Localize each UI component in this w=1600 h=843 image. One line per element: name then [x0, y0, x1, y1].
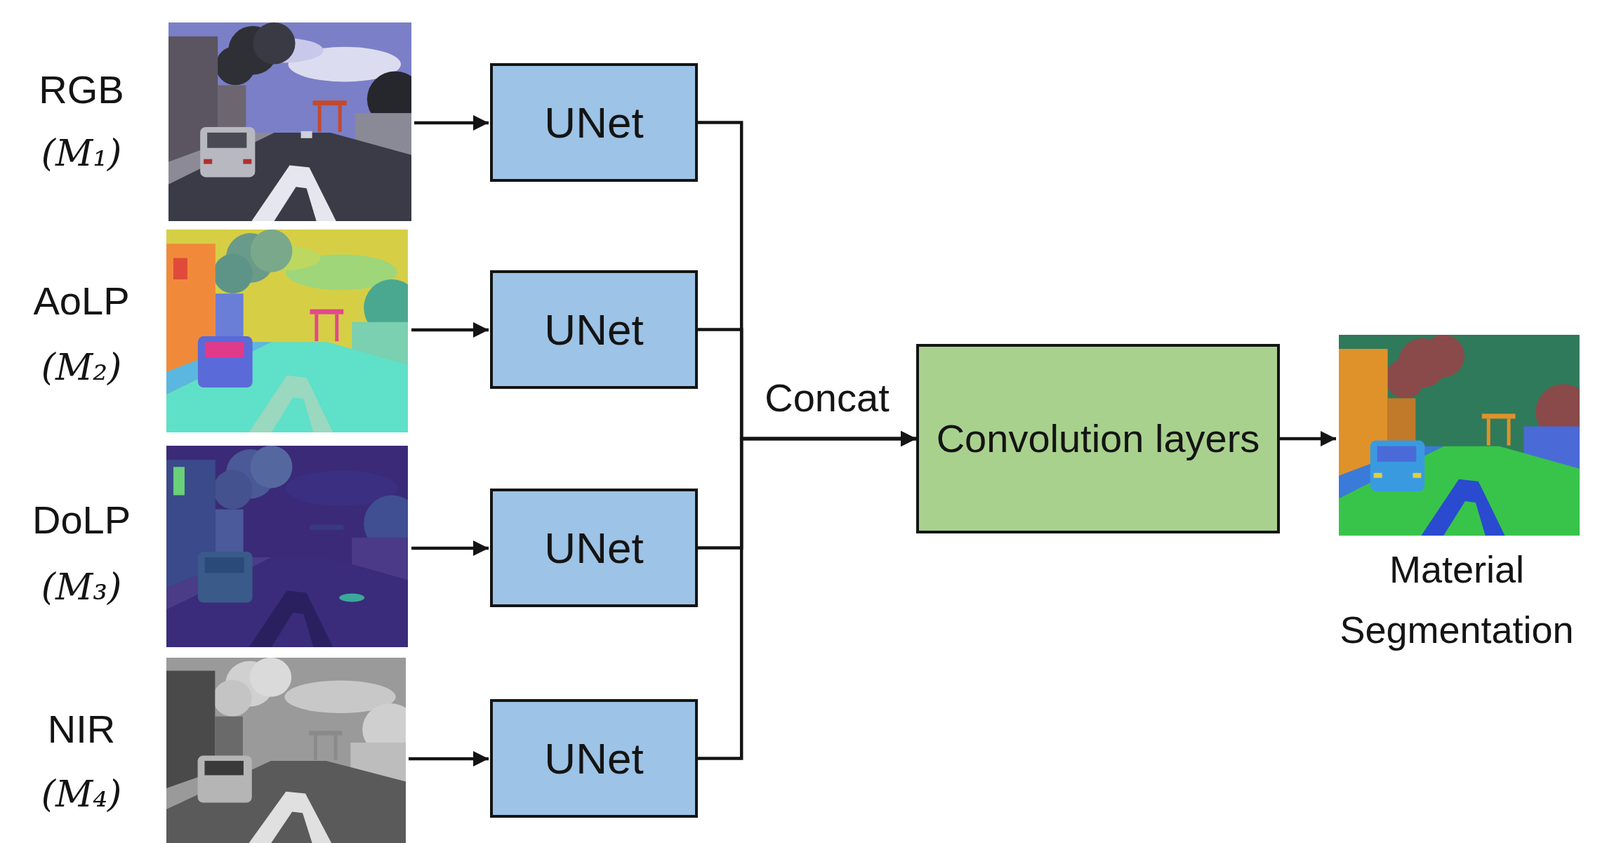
input-arrow	[414, 121, 489, 125]
box-label: UNet	[544, 95, 644, 151]
segmentation-image	[1338, 334, 1580, 536]
output-arrow	[1279, 437, 1337, 441]
rgb-image	[168, 22, 412, 222]
caption-label: NIR	[47, 705, 116, 753]
caption-label: DoLP	[32, 496, 131, 544]
caption-label: Material Segmentation	[1319, 539, 1594, 661]
caption-label: Concat	[764, 374, 889, 422]
concat-connector	[697, 438, 917, 759]
dolp-image	[166, 445, 408, 648]
modality-symbol: (M₂)	[41, 345, 123, 389]
concat-connector	[697, 438, 917, 549]
box-label: UNet	[544, 731, 644, 787]
concat-connector	[697, 122, 917, 440]
modality-symbol: (M₁)	[41, 131, 123, 175]
input-arrow	[411, 328, 489, 333]
convolution-box: Convolution layers	[916, 344, 1280, 534]
nir-image	[166, 657, 406, 843]
modality-symbol: (M₃)	[41, 565, 123, 609]
box-label: Convolution layers	[936, 414, 1261, 464]
box-label: UNet	[544, 302, 644, 358]
caption-label: AoLP	[33, 277, 130, 325]
caption-label: RGB	[38, 65, 124, 114]
concat-connector	[697, 329, 917, 440]
input-arrow	[411, 546, 489, 551]
unet-box: UNet	[490, 699, 698, 818]
aolp-image	[166, 229, 408, 433]
unet-box: UNet	[490, 488, 698, 608]
unet-box: UNet	[490, 270, 698, 389]
input-arrow	[408, 757, 489, 762]
box-label: UNet	[544, 520, 644, 576]
modality-symbol: (M₄)	[41, 772, 123, 816]
unet-box: UNet	[490, 63, 698, 182]
